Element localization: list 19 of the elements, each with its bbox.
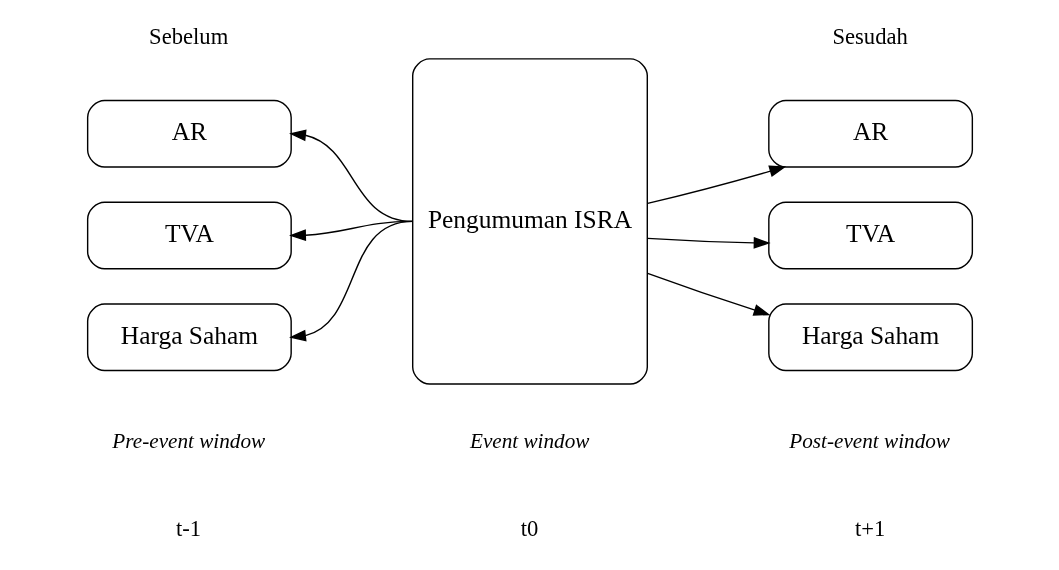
node-box: AR — [86, 99, 292, 168]
label: Event window — [469, 429, 589, 454]
arrow — [646, 165, 786, 205]
label: Pre-event window — [111, 429, 265, 454]
arrow — [288, 220, 413, 342]
label: t-1 — [175, 516, 201, 542]
label: Post-event window — [788, 429, 950, 454]
label: Sesudah — [831, 24, 908, 50]
label: t+1 — [854, 516, 885, 542]
label: t0 — [520, 516, 538, 542]
node-box: AR — [767, 99, 973, 168]
node-box: TVA — [767, 201, 973, 270]
arrow — [646, 272, 771, 316]
arrow — [646, 236, 771, 249]
label: Sebelum — [148, 24, 228, 50]
node-box: Harga Saham — [86, 303, 292, 372]
node-box: TVA — [86, 201, 292, 270]
node-box: Pengumuman ISRA — [411, 58, 648, 385]
node-box: Harga Saham — [767, 303, 973, 372]
